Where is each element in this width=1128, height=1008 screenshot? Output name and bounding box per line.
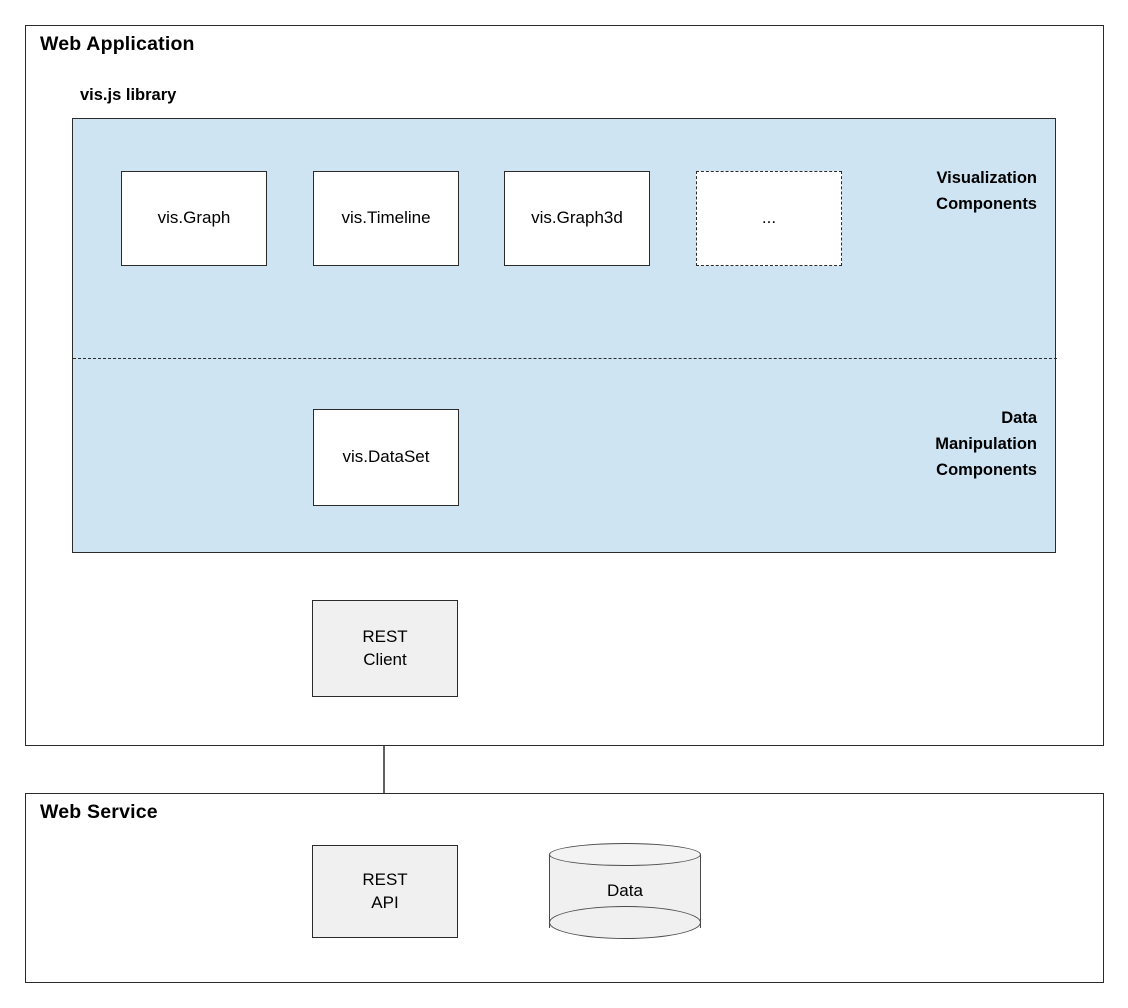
node-data-store[interactable]: Data	[549, 843, 701, 939]
visjs-library-panel: Visualization Components Data Manipulati…	[72, 118, 1057, 553]
node-vis-timeline[interactable]: vis.Timeline	[313, 171, 459, 266]
cylinder-bottom-ellipse	[549, 906, 701, 939]
visjs-library-label: vis.js library	[80, 86, 177, 104]
node-vis-dataset[interactable]: vis.DataSet	[313, 409, 459, 506]
zone-label-visualization: Visualization Components	[936, 169, 1037, 214]
cylinder-top-ellipse	[549, 843, 701, 866]
node-vis-graph3d[interactable]: vis.Graph3d	[504, 171, 650, 266]
node-data-store-label: Data	[607, 881, 643, 900]
node-rest-client[interactable]: REST Client	[312, 600, 458, 697]
frame-web-service-title: Web Service	[40, 801, 158, 823]
layer-divider	[73, 358, 1057, 359]
node-more-components[interactable]: ...	[696, 171, 842, 266]
node-rest-api[interactable]: REST API	[312, 845, 458, 938]
frame-web-application-title: Web Application	[40, 33, 195, 55]
node-vis-graph[interactable]: vis.Graph	[121, 171, 267, 266]
zone-label-data-manipulation: Data Manipulation Components	[935, 409, 1037, 480]
